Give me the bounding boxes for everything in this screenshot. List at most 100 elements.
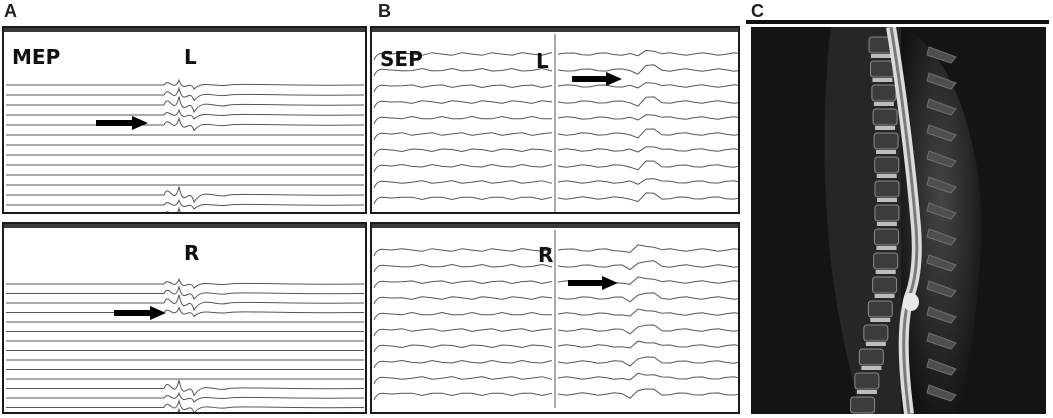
sep-trace-left	[373, 248, 553, 257]
sep-trace-left	[373, 180, 553, 189]
sep-trace-left	[373, 148, 553, 157]
sep-trace-right	[557, 128, 738, 139]
sep-trace-right	[557, 388, 738, 399]
sep-trace-right	[557, 340, 738, 349]
sep-trace-right	[557, 114, 738, 121]
intervertebral-disc	[876, 222, 897, 226]
spinous-process	[926, 72, 957, 90]
sep-right-traces	[373, 230, 738, 408]
intervertebral-disc	[861, 366, 882, 370]
spinous-process	[926, 202, 957, 220]
intervertebral-disc	[872, 78, 893, 82]
sep-trace-left	[373, 196, 553, 205]
arrow-right-icon	[96, 116, 148, 130]
vertebra	[871, 84, 897, 102]
sep-trace-left	[373, 100, 553, 109]
sep-trace-right	[557, 356, 738, 367]
mep-trace	[6, 78, 365, 90]
sep-trace-right	[557, 49, 738, 57]
sep-right-window: R	[370, 222, 740, 414]
sep-trace-left	[373, 328, 553, 337]
sep-trace-left	[373, 296, 553, 305]
vertebra	[863, 324, 889, 342]
spinous-process	[926, 176, 957, 194]
vertebra	[850, 396, 876, 414]
mep-trace	[6, 116, 365, 132]
side-label-left: L	[536, 49, 549, 73]
sep-trace-left	[373, 132, 553, 141]
sep-trace-right	[557, 372, 738, 381]
panel-letter-a: A	[4, 1, 17, 21]
sep-trace-right	[557, 160, 738, 171]
arrow-right-icon	[572, 72, 622, 86]
sep-trace-right	[557, 178, 738, 185]
spine-mri-drawing	[751, 27, 1046, 414]
vertebra	[872, 108, 898, 126]
spinous-process	[926, 124, 957, 142]
mep-label: MEP	[12, 45, 61, 69]
sep-label: SEP	[380, 47, 423, 71]
intervertebral-disc	[865, 342, 886, 346]
vertebra	[874, 204, 900, 222]
sep-trace-right	[557, 82, 738, 89]
spinous-processes	[926, 46, 957, 402]
sep-trace-right	[557, 64, 738, 75]
mep-trace	[6, 284, 365, 301]
mep-trace	[6, 294, 365, 312]
sep-trace-right	[557, 324, 738, 335]
sep-trace-right	[557, 192, 738, 203]
mep-right-traces	[6, 277, 365, 412]
mep-trace	[6, 391, 365, 403]
mri-top-bar	[746, 20, 1049, 24]
sep-trace-right	[557, 292, 738, 303]
intervertebral-disc	[875, 270, 896, 274]
intervertebral-disc	[876, 246, 897, 250]
intervertebral-disc	[856, 390, 877, 394]
intervertebral-disc	[876, 198, 897, 202]
sep-trace-left	[373, 392, 553, 401]
spinous-process	[926, 358, 957, 376]
side-label-right: R	[184, 241, 200, 265]
intervertebral-disc	[875, 126, 896, 130]
vertebra	[873, 252, 899, 270]
window-titlebar	[4, 224, 365, 228]
spinous-process	[926, 98, 957, 116]
vertebra	[873, 132, 899, 150]
sep-trace-left	[373, 52, 553, 61]
spinous-process	[926, 150, 957, 168]
window-titlebar	[372, 28, 738, 32]
spinous-process	[926, 46, 957, 64]
sep-trace-left	[373, 67, 553, 77]
spinous-process	[926, 332, 957, 350]
sep-trace-left	[373, 163, 553, 173]
spinous-process	[926, 306, 957, 324]
arrow-right-icon	[568, 276, 618, 290]
spinous-process	[926, 384, 957, 402]
spinous-process	[926, 228, 957, 246]
vertebra	[873, 228, 899, 246]
vertebra	[869, 60, 895, 78]
vertebrae-group	[850, 36, 900, 414]
sep-trace-right	[557, 96, 738, 107]
arrow-right-icon	[114, 306, 166, 320]
mep-trace	[6, 108, 365, 120]
mep-trace	[6, 306, 365, 318]
sep-trace-right	[557, 260, 738, 271]
intervertebral-disc	[870, 318, 891, 322]
intervertebral-disc	[873, 102, 894, 106]
sep-trace-right	[557, 308, 738, 317]
window-titlebar	[4, 28, 365, 32]
mep-trace	[6, 277, 365, 289]
panel-letter-c: C	[751, 1, 764, 21]
intervertebral-disc	[876, 150, 897, 154]
vertebra	[874, 156, 900, 174]
sep-trace-left	[373, 376, 553, 385]
sep-trace-right	[557, 146, 738, 153]
vertebra	[874, 180, 900, 198]
intervertebral-disc	[876, 174, 897, 178]
sep-left-traces	[373, 34, 738, 212]
intervertebral-disc	[871, 54, 891, 58]
mep-right-window: R	[2, 222, 367, 414]
mep-left-traces	[6, 78, 365, 212]
spine-mri-image	[751, 27, 1046, 414]
